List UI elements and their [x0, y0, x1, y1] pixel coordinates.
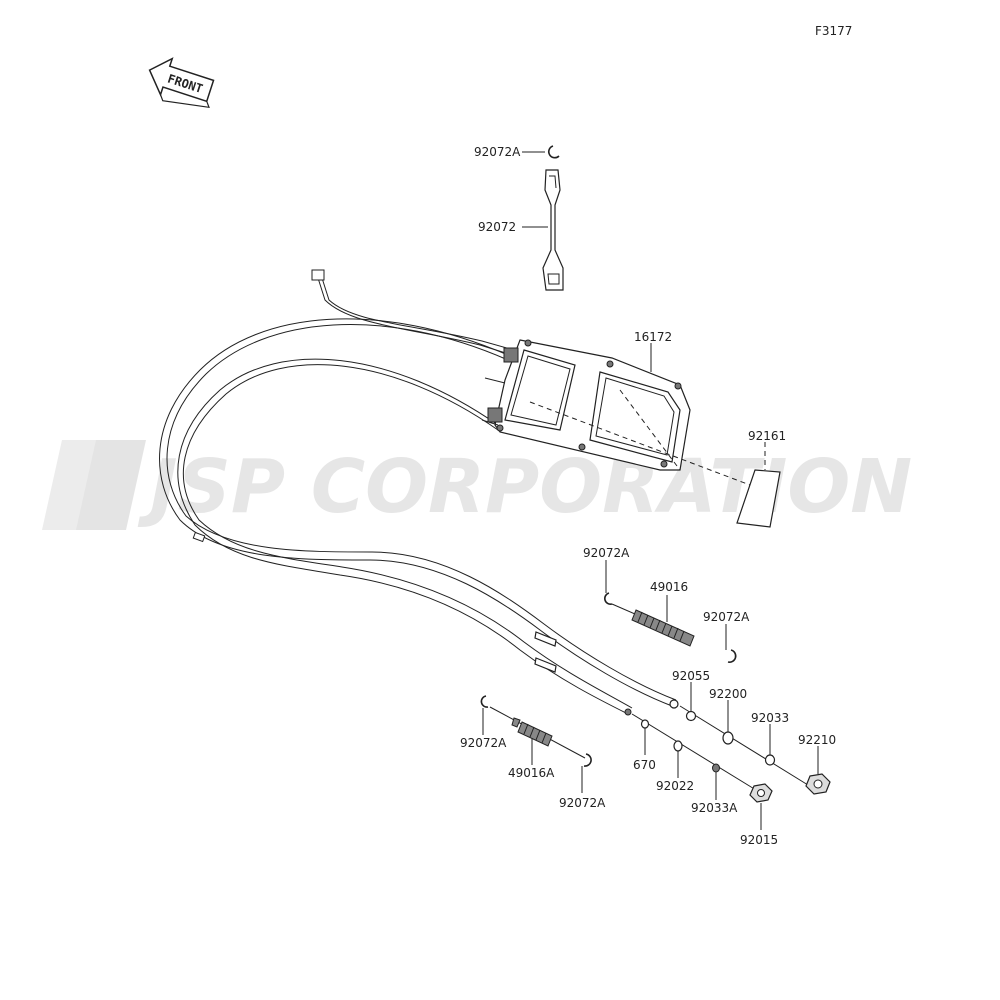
ring-92200	[722, 731, 734, 745]
part-label-49016: 49016	[650, 580, 688, 594]
part-label-92072A-l1: 92072A	[460, 736, 507, 750]
clip-92072A-l2	[583, 753, 592, 767]
ring-92022	[673, 740, 683, 752]
part-label-92033: 92033	[751, 711, 789, 725]
part-label-92072A-r1: 92072A	[583, 546, 630, 560]
part-label-92072A-top: 92072A	[474, 145, 521, 159]
part-label-92161: 92161	[748, 429, 786, 443]
spring-49016A	[511, 717, 553, 747]
part-label-92072A-l2: 92072A	[559, 796, 606, 810]
front-arrow-icon: FRONT	[148, 57, 215, 109]
drawing-code: F3177	[815, 24, 852, 38]
leader-92161	[529, 401, 766, 486]
cables	[159, 269, 679, 716]
nut-92015	[749, 783, 773, 803]
nut-92210	[805, 773, 831, 795]
chain-line-left	[631, 713, 757, 791]
part-label-92015: 92015	[740, 833, 778, 847]
part-label-92072: 92072	[478, 220, 516, 234]
clip-92072A-l1	[480, 695, 489, 708]
washer-670	[640, 719, 650, 729]
clip-92072A-top	[547, 145, 560, 159]
part-label-670: 670	[633, 758, 656, 772]
part-label-92033A: 92033A	[691, 801, 738, 815]
part-label-92022: 92022	[656, 779, 694, 793]
part-label-92200: 92200	[709, 687, 747, 701]
spring-49016	[631, 609, 695, 647]
part-label-92210: 92210	[798, 733, 836, 747]
chain-line-right	[679, 705, 809, 786]
strap-92072	[542, 169, 564, 291]
watermark-text: JSP CORPORATION	[137, 444, 912, 530]
washer-92055	[685, 710, 697, 722]
part-label-92072A-r2: 92072A	[703, 610, 750, 624]
washer-92033A	[712, 763, 720, 773]
clip-92072A-r2	[727, 649, 737, 663]
label-sticker-92161	[736, 469, 781, 528]
watermark: JSP CORPORATION	[42, 440, 912, 530]
washer-92033	[764, 754, 776, 766]
part-label-49016A: 49016A	[508, 766, 555, 780]
part-label-16172: 16172	[634, 330, 672, 344]
clip-92072A-r1	[604, 592, 613, 605]
part-label-92055: 92055	[672, 669, 710, 683]
controller-housing-16172	[481, 339, 691, 471]
